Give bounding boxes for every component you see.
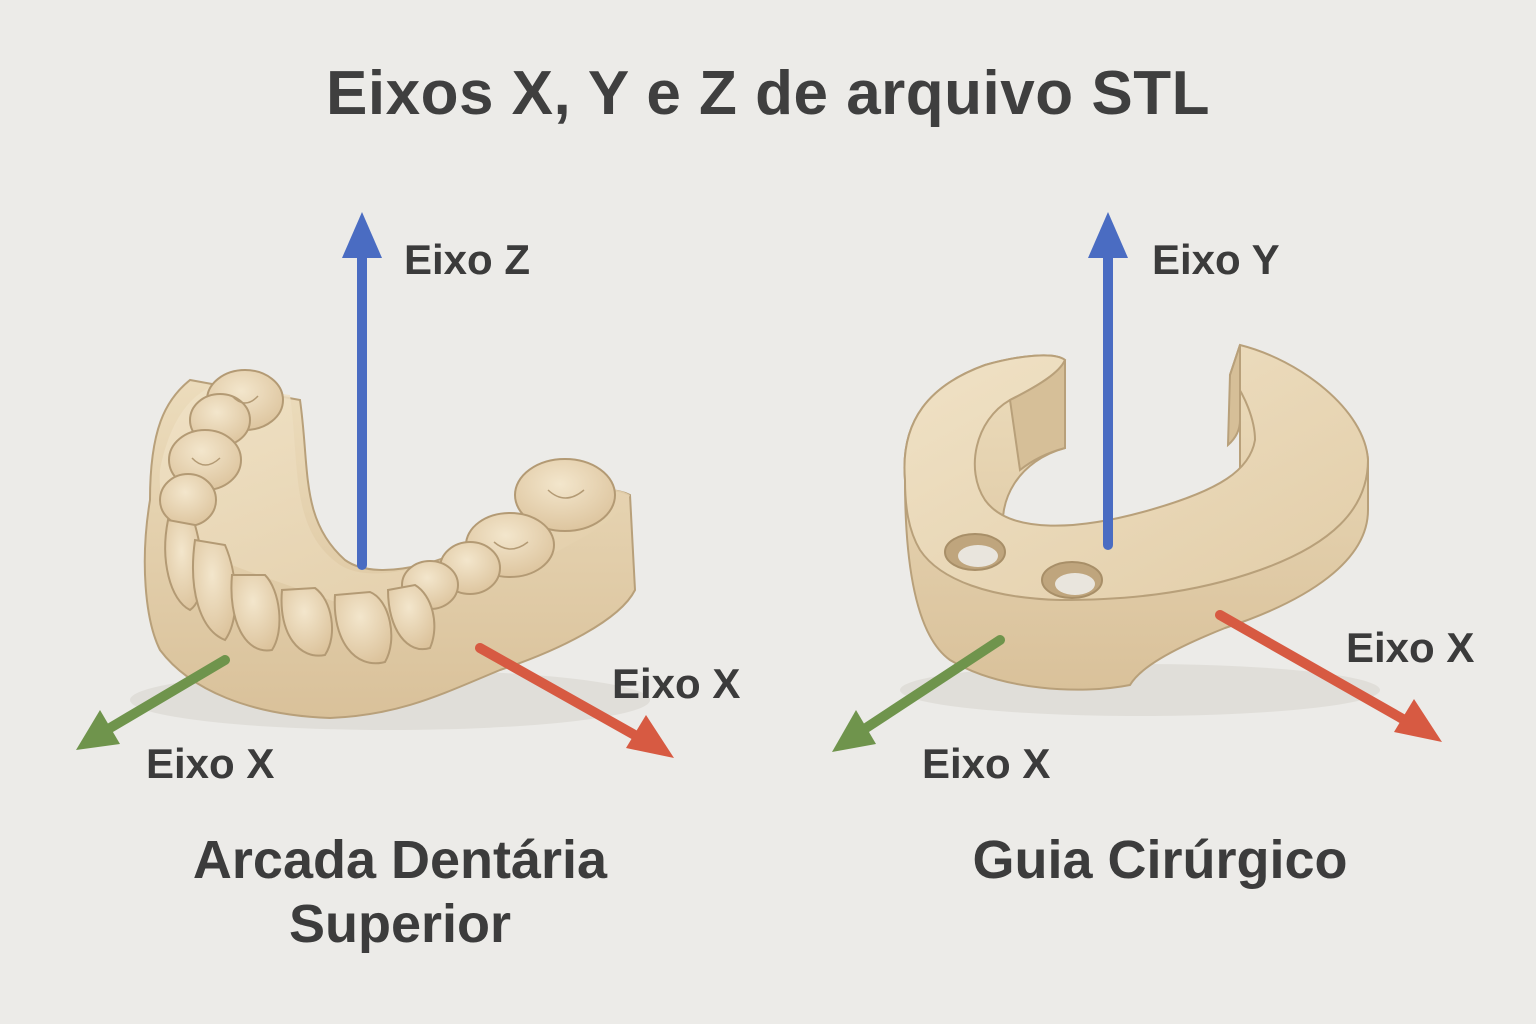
dental-arch-model: [130, 370, 650, 730]
left-caption-line-1: Arcada Dentária: [140, 828, 660, 892]
left-z-axis-arrow: [342, 212, 382, 565]
right-y-axis-label: Eixo Y: [1152, 236, 1280, 284]
guide-hole-1: [945, 534, 1005, 570]
right-caption: Guia Cirúrgico: [900, 828, 1420, 892]
left-x-axis-label-left: Eixo X: [146, 740, 274, 788]
left-caption: Arcada Dentária Superior: [140, 828, 660, 956]
left-x-axis-label-right: Eixo X: [612, 660, 740, 708]
left-caption-line-2: Superior: [140, 892, 660, 956]
diagram-title: Eixos X, Y e Z de arquivo STL: [0, 58, 1536, 129]
left-z-axis-label: Eixo Z: [404, 236, 530, 284]
right-y-axis-arrow: [1088, 212, 1128, 545]
right-x-axis-label-left: Eixo X: [922, 740, 1050, 788]
right-x-axis-label-right: Eixo X: [1346, 624, 1474, 672]
guide-hole-2: [1042, 562, 1102, 598]
